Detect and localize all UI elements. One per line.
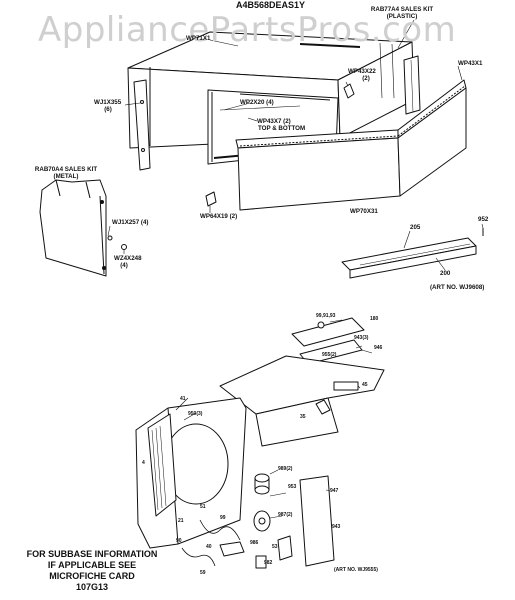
part-label-947: 947 — [330, 488, 339, 494]
bracket-wp64x19 — [205, 191, 217, 207]
part-label-wp64x19: WP64X19 (2) — [200, 213, 238, 220]
part-label-wp71x1: WP71X1 — [186, 35, 211, 42]
part-label-99-91-93: 99,91,93 — [316, 313, 336, 319]
plastic-side-strip — [403, 55, 421, 115]
model-number: A4B568DEAS1Y — [236, 0, 306, 10]
front-grille — [235, 79, 467, 211]
part-label-wp43x1: WP43X1 — [458, 60, 483, 67]
condenser-coil — [147, 413, 177, 517]
part-label-987: 987(2) — [278, 512, 293, 518]
part-label-wp43x22: WP43X22 — [348, 68, 376, 75]
part-label-99b: 99 — [220, 515, 226, 521]
capacitor — [254, 473, 270, 495]
part-label-953: 953 — [288, 484, 297, 490]
part-label-40: 40 — [206, 544, 212, 550]
part-label-wp2x20: WP2X20 (4) — [240, 99, 274, 106]
metal-side-panel — [39, 179, 107, 277]
part-label-wp43x7: WP43X7 (2) — [257, 118, 291, 125]
fan-motor — [253, 510, 271, 532]
part-label-53: 53 — [272, 544, 278, 550]
part-label-top-bottom: TOP & BOTTOM — [258, 125, 306, 132]
part-label-180: 180 — [370, 316, 379, 322]
part-label-943b: 943 — [332, 524, 341, 530]
part-label-59: 59 — [200, 570, 206, 576]
part-label-rab70a4-type: (METAL) — [53, 173, 79, 180]
part-label-wj1x355: WJ1X355 — [94, 99, 122, 106]
part-label-wj1x257: WJ1X257 (4) — [112, 219, 149, 226]
screw-wj1x257 — [107, 235, 113, 241]
part-label-wz4x248-qty: (4) — [120, 262, 128, 269]
switch-assembly — [315, 399, 331, 415]
part-label-51: 51 — [200, 504, 206, 510]
relay-982 — [255, 555, 267, 569]
wiring-harness — [181, 519, 241, 567]
part-label-35: 35 — [300, 414, 306, 420]
terminal-block — [333, 381, 359, 391]
note-line-4: 107G13 — [75, 582, 109, 592]
part-label-955: 955(2) — [322, 352, 337, 358]
part-label-41: 41 — [180, 396, 186, 402]
air-filter — [341, 237, 477, 279]
part-label-90: 90 — [176, 538, 182, 544]
art-number-lower: (ART NO. WJ9555) — [334, 567, 378, 573]
part-label-205: 205 — [410, 224, 421, 231]
part-label-wj1x355-qty: (6) — [104, 106, 112, 113]
part-label-952: 952 — [478, 216, 489, 223]
note-line-3: MICROFICHE CARD — [49, 571, 135, 581]
part-label-wp43x22-qty: (2) — [362, 75, 370, 82]
compressor-terminal — [219, 541, 245, 557]
part-label-982: 982 — [264, 560, 273, 566]
part-label-986: 986 — [250, 540, 259, 546]
bracket-986 — [277, 535, 293, 561]
cover-plate-947 — [299, 475, 335, 567]
part-label-989: 989(2) — [278, 466, 293, 472]
part-label-4: 4 — [142, 460, 145, 466]
note-line-2: IF APPLICABLE SEE — [47, 560, 137, 570]
cabinet-flange-left — [133, 79, 151, 171]
subbase-note: FOR SUBBASE INFORMATION IF APPLICABLE SE… — [22, 549, 162, 593]
leader-lines — [107, 19, 484, 519]
part-label-rab70a4: RAB70A4 SALES KIT — [34, 166, 98, 173]
part-label-wz4x248: WZ4X248 — [114, 255, 142, 262]
control-box-panel — [219, 355, 385, 447]
part-label-946: 946 — [374, 345, 383, 351]
knob-set — [317, 321, 325, 329]
part-label-rab77a4-type: (PLASTIC) — [386, 13, 418, 20]
part-label-943: 943(3) — [354, 335, 369, 341]
part-label-rab77a4: RAB77A4 SALES KIT — [370, 6, 434, 13]
part-label-wp70x31: WP70X31 — [350, 208, 378, 215]
art-number-upper: (ART NO. WJ9608) — [430, 284, 485, 291]
screw-wz4x248 — [121, 244, 127, 250]
part-label-21: 21 — [178, 518, 184, 524]
note-line-1: FOR SUBBASE INFORMATION — [26, 549, 158, 559]
part-label-45: 45 — [362, 382, 368, 388]
watermark-text: AppliancePartsPros.com — [38, 10, 457, 50]
part-label-950: 950(3) — [188, 411, 203, 417]
part-label-200: 200 — [440, 270, 451, 277]
